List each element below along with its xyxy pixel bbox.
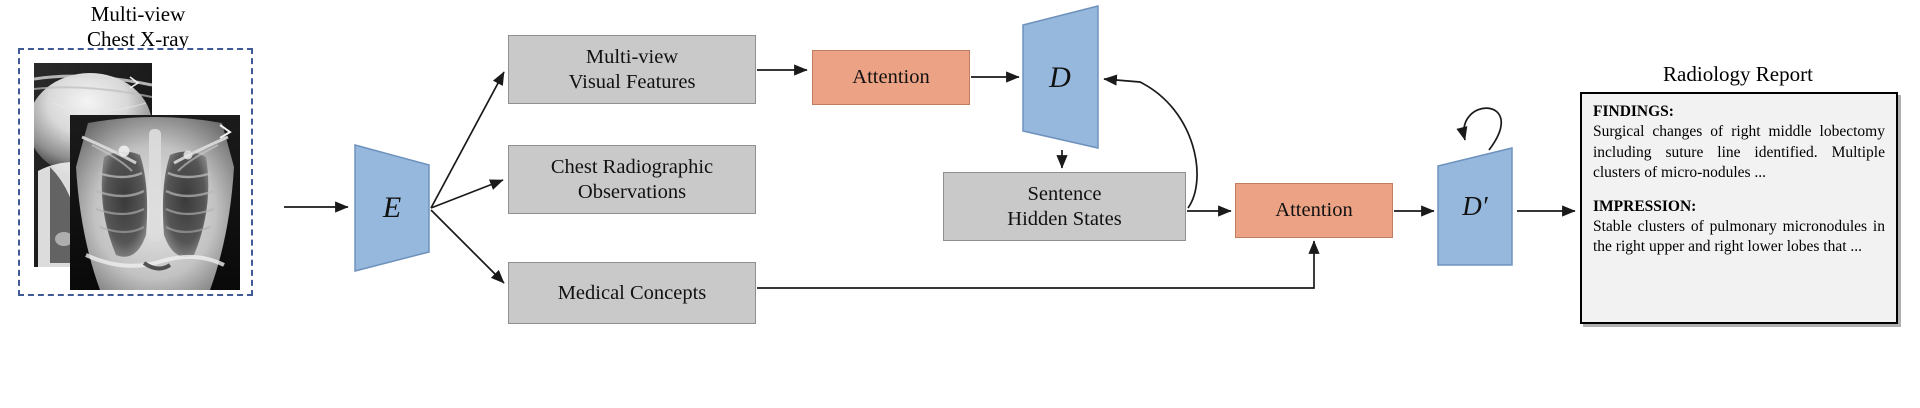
arrow-medical-concepts-to-attention2: [757, 240, 1320, 289]
chest-radiographic-observations-box: Chest Radiographic Observations: [508, 145, 756, 214]
sentence-decoder-trapezoid: D: [1018, 2, 1102, 154]
findings-text: Surgical changes of right middle lobecto…: [1593, 123, 1885, 181]
arrow-encoder-to-medical-concepts: [430, 209, 505, 284]
word-decoder-trapezoid: D′: [1433, 143, 1517, 269]
impression-heading: IMPRESSION:: [1593, 197, 1697, 215]
attention-visual-box: Attention: [812, 50, 970, 105]
report-spacer: [1593, 184, 1885, 197]
chest-xray-frontal-image: [70, 115, 240, 290]
report-panel-title: Radiology Report: [1663, 62, 1813, 86]
encoder-trapezoid: E: [352, 140, 432, 276]
sentence-hidden-states-box: Sentence Hidden States: [943, 172, 1186, 241]
medical-concepts-box: Medical Concepts: [508, 262, 756, 324]
xray-panel-title: Multi-view Chest X-ray: [86, 2, 190, 51]
arrow-encoder-to-visual-features: [430, 71, 505, 209]
arrow-encoder-to-observations: [430, 179, 504, 209]
findings-heading: FINDINGS:: [1593, 103, 1674, 120]
attention-word-box: Attention: [1235, 183, 1393, 238]
multi-view-visual-features-box: Multi-view Visual Features: [508, 35, 756, 104]
impression-text: Stable clusters of pulmonary micronodule…: [1593, 217, 1885, 256]
radiology-report-box: FINDINGS: Surgical changes of right midd…: [1580, 92, 1898, 324]
